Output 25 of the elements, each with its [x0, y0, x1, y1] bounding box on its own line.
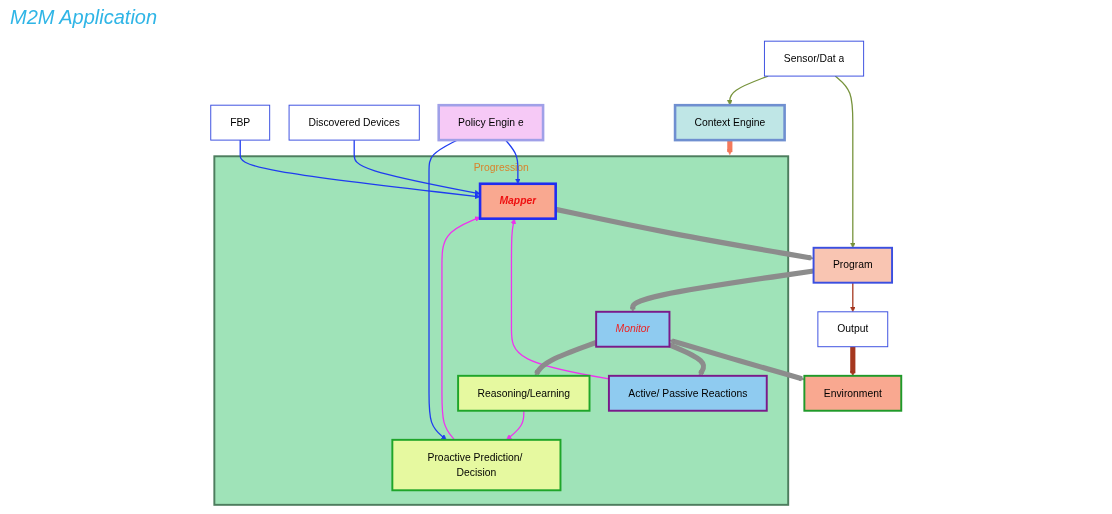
- arrow: [834, 75, 856, 249]
- arrow: [668, 342, 707, 377]
- node-box: Mapper: [478, 182, 557, 220]
- node-box: Context Engine: [673, 103, 786, 142]
- node-box: Program: [812, 246, 893, 284]
- arrow: [669, 338, 805, 382]
- arrow: [849, 282, 856, 313]
- node-box: FBP: [210, 104, 271, 141]
- node-box: Proactive Prediction/ Decision: [391, 438, 562, 492]
- node-box: Discovered Devices: [288, 104, 420, 141]
- arrow: [629, 268, 814, 313]
- layer-label: M2M Application: [10, 6, 158, 28]
- arrow: [506, 410, 525, 441]
- node-box: Active/ Passive Reactions: [607, 374, 768, 412]
- arrow: [555, 206, 814, 261]
- node-box: Sensor/Dat a: [763, 40, 865, 77]
- node-box: Policy Engin e: [437, 103, 545, 142]
- node-box: Output: [817, 311, 889, 348]
- node-box: Environment: [803, 374, 903, 412]
- node-box: Monitor: [595, 310, 671, 348]
- arrow: [353, 139, 481, 196]
- arrow: [239, 139, 481, 200]
- node-box: Reasoning/Learning: [457, 374, 591, 412]
- arrow: [849, 346, 856, 377]
- arrow: [441, 216, 481, 441]
